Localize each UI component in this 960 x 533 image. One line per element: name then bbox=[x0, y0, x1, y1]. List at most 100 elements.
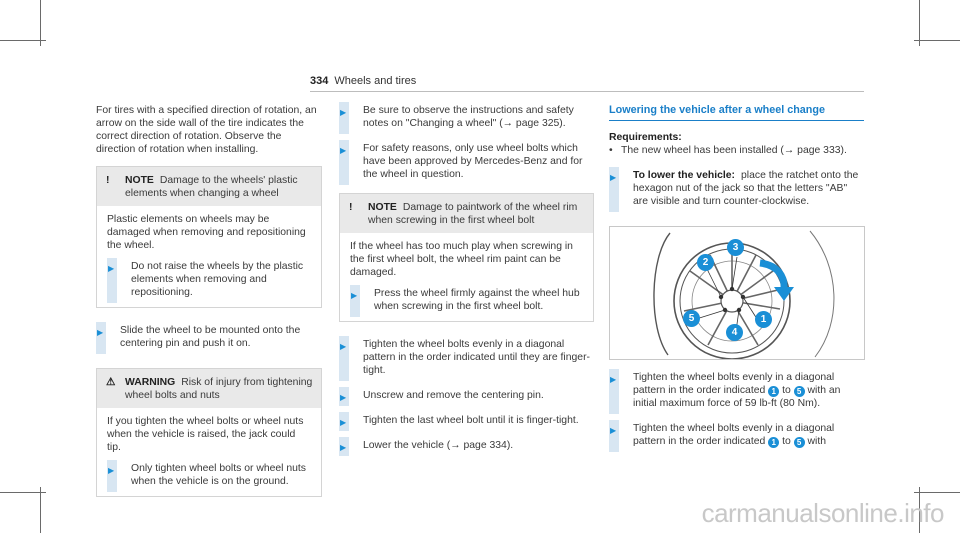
step-slide-wheel: ▶ Slide the wheel to be mounted onto the… bbox=[96, 322, 322, 354]
callout-5-inline: 5 bbox=[793, 437, 805, 448]
step-last-bolt: ▶ Tighten the last wheel bolt until it i… bbox=[339, 412, 594, 431]
step-bar bbox=[609, 369, 619, 414]
warning-triangle-icon: ⚠ bbox=[106, 377, 116, 388]
crop-mark bbox=[919, 487, 920, 533]
step-text-end: with an initial maximum force of 59 lb-f… bbox=[633, 385, 841, 409]
warning-step: ▶ Only tighten wheel bolts or wheel nuts… bbox=[107, 460, 311, 492]
crop-mark bbox=[914, 492, 960, 493]
crop-mark bbox=[0, 40, 46, 41]
intro-paragraph: For tires with a specified direction of … bbox=[96, 105, 317, 155]
step-arrow-icon: ▶ bbox=[610, 426, 617, 435]
step-text: Tighten the wheel bolts evenly in a diag… bbox=[633, 372, 835, 396]
step-tighten-initial: ▶ Tighten the wheel bolts evenly in a di… bbox=[609, 369, 864, 414]
crop-mark bbox=[40, 487, 41, 533]
note-step-text: Press the wheel firmly against the wheel… bbox=[374, 288, 580, 312]
step-arrow-icon: ▶ bbox=[340, 393, 347, 402]
step-text-to: to bbox=[782, 436, 791, 447]
notice-icon: ! bbox=[349, 202, 353, 213]
note-text: If the wheel has too much play when scre… bbox=[350, 241, 573, 278]
note-body: If the wheel has too much play when scre… bbox=[340, 233, 593, 321]
step-text: For safety reasons, only use wheel bolts… bbox=[363, 143, 583, 180]
step-text: Tighten the wheel bolts evenly in a diag… bbox=[633, 423, 835, 447]
note-step: ▶ Press the wheel firmly against the whe… bbox=[350, 285, 583, 317]
step-arrow-icon: ▶ bbox=[340, 443, 347, 452]
step-text-end: with bbox=[807, 436, 826, 447]
warning-body: If you tighten the wheel bolts or wheel … bbox=[97, 408, 321, 496]
header-rule bbox=[310, 91, 864, 92]
step-bar bbox=[339, 412, 349, 431]
warning-text: If you tighten the wheel bolts or wheel … bbox=[107, 416, 304, 453]
step-text: Tighten the wheel bolts evenly in a diag… bbox=[363, 339, 590, 376]
step-bar bbox=[609, 167, 619, 212]
requirements-label: Requirements: bbox=[609, 132, 682, 143]
step-bar bbox=[107, 460, 117, 492]
bullet-icon: • bbox=[609, 145, 613, 156]
crop-mark bbox=[0, 492, 46, 493]
note-step: ▶ Do not raise the wheels by the plastic… bbox=[107, 258, 311, 303]
step-arrow-icon: ▶ bbox=[108, 466, 115, 475]
step-bar bbox=[339, 140, 349, 185]
notice-icon: ! bbox=[106, 175, 110, 186]
section-title: Lowering the vehicle after a wheel chang… bbox=[609, 104, 864, 121]
step-bar bbox=[609, 420, 619, 452]
step-arrow-icon: ▶ bbox=[97, 328, 104, 337]
callout-1: 1 bbox=[755, 311, 772, 328]
callout-5-inline: 5 bbox=[793, 386, 805, 397]
step-remove-pin: ▶ Unscrew and remove the centering pin. bbox=[339, 387, 594, 406]
requirement-text: The new wheel has been installed (→ page… bbox=[621, 145, 847, 156]
step-bar bbox=[339, 102, 349, 134]
warning-step-text: Only tighten wheel bolts or wheel nuts w… bbox=[131, 463, 307, 487]
callout-1-inline: 1 bbox=[768, 386, 780, 397]
crop-mark bbox=[914, 40, 960, 41]
step-arrow-icon: ▶ bbox=[340, 146, 347, 155]
step-lower-ratchet: ▶ To lower the vehicle:place the ratchet… bbox=[609, 167, 864, 212]
step-text-to: to bbox=[782, 385, 791, 396]
step-arrow-icon: ▶ bbox=[610, 173, 617, 182]
step-tighten-final: ▶ Tighten the wheel bolts evenly in a di… bbox=[609, 420, 864, 452]
step-arrow-icon: ▶ bbox=[610, 375, 617, 384]
note-title: Damage to the wheels' plastic elements w… bbox=[125, 175, 298, 199]
step-bar bbox=[96, 322, 106, 354]
note-label: NOTE bbox=[125, 175, 154, 186]
step-bar bbox=[350, 285, 360, 317]
column-2: ▶ Be sure to observe the instructions an… bbox=[339, 102, 594, 456]
step-arrow-icon: ▶ bbox=[340, 418, 347, 427]
note-step-text: Do not raise the wheels by the plastic e… bbox=[131, 261, 304, 298]
step-arrow-icon: ▶ bbox=[340, 342, 347, 351]
step-bar bbox=[339, 437, 349, 456]
step-text: Tighten the last wheel bolt until it is … bbox=[363, 415, 579, 426]
note-text: Plastic elements on wheels may be damage… bbox=[107, 214, 306, 251]
step-bar bbox=[339, 336, 349, 381]
step-bar bbox=[339, 387, 349, 406]
crop-mark bbox=[40, 0, 41, 46]
column-3-lower: ▶ Tighten the wheel bolts evenly in a di… bbox=[609, 369, 864, 452]
wheel-bolt-figure: 3 2 1 5 4 bbox=[609, 226, 865, 360]
step-text: place the ratchet onto the hexagon nut o… bbox=[633, 170, 859, 207]
column-1: For tires with a specified direction of … bbox=[96, 104, 322, 497]
step-text: Unscrew and remove the centering pin. bbox=[363, 390, 544, 401]
step-text: Be sure to observe the instructions and … bbox=[363, 105, 574, 129]
step-approved-bolts: ▶ For safety reasons, only use wheel bol… bbox=[339, 140, 594, 185]
callout-3: 3 bbox=[727, 239, 744, 256]
callout-2: 2 bbox=[697, 254, 714, 271]
crop-mark bbox=[919, 0, 920, 46]
step-text: Slide the wheel to be mounted onto the c… bbox=[120, 325, 301, 349]
watermark: carmanualsonline.info bbox=[701, 498, 945, 528]
note-body: Plastic elements on wheels may be damage… bbox=[97, 206, 321, 307]
warning-label: WARNING bbox=[125, 377, 176, 388]
callout-4: 4 bbox=[726, 324, 743, 341]
step-arrow-icon: ▶ bbox=[340, 108, 347, 117]
column-3: Lowering the vehicle after a wheel chang… bbox=[609, 104, 864, 212]
step-arrow-icon: ▶ bbox=[351, 291, 358, 300]
note-label: NOTE bbox=[368, 202, 397, 213]
warning-title: Risk of injury from tightening wheel bol… bbox=[125, 377, 313, 401]
step-lower-vehicle: ▶ Lower the vehicle (→ page 334). bbox=[339, 437, 594, 456]
page-title: Wheels and tires bbox=[334, 75, 417, 87]
